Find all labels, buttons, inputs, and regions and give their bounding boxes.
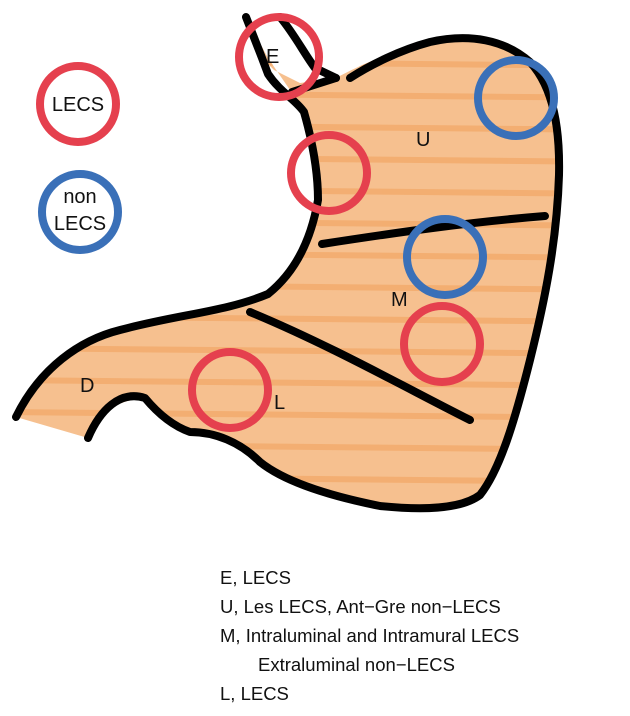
caption-line-m-extra: Extraluminal non−LECS (220, 650, 519, 679)
region-label-u: U (416, 129, 430, 151)
region-label-l: L (274, 392, 285, 414)
caption-block: E, LECS U, Les LECS, Ant−Gre non−LECS M,… (220, 563, 519, 708)
legend-non-lecs-label-line1: non (63, 186, 96, 208)
caption-line-u: U, Les LECS, Ant−Gre non−LECS (220, 592, 519, 621)
caption-line-e: E, LECS (220, 563, 519, 592)
region-label-m: M (391, 289, 408, 311)
legend-lecs-label: LECS (52, 94, 104, 116)
stomach-body (0, 17, 630, 508)
region-label-d: D (80, 375, 94, 397)
legend-non-lecs-label-line2: LECS (54, 213, 106, 235)
caption-line-m: M, Intraluminal and Intramural LECS (220, 621, 519, 650)
caption-line-l: L, LECS (220, 679, 519, 708)
region-label-e: E (266, 46, 279, 68)
